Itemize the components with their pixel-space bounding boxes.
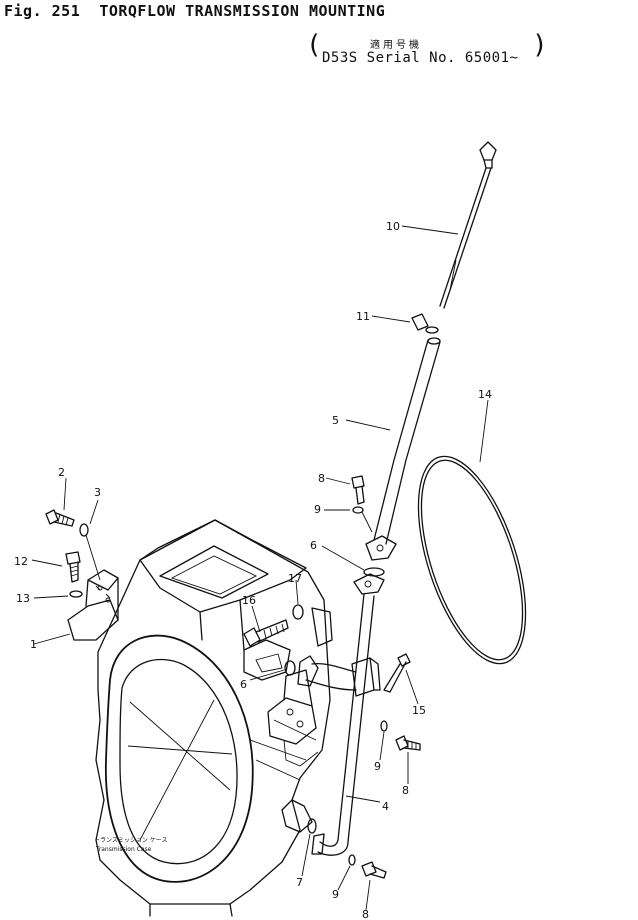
- part-callouts: 1 2 3 4 5 6 6 7 8 8 8 9 9 9 10 11 12 13 …: [14, 220, 492, 920]
- case-caption-en: Transmission Case: [95, 846, 152, 853]
- figure-number: Fig. 251: [4, 2, 81, 20]
- callout-8-middle: 8: [402, 784, 409, 797]
- filler-tube-4: [297, 573, 385, 856]
- gasket-7: [307, 818, 317, 834]
- washer-9-upper: [352, 506, 364, 514]
- callout-4: 4: [382, 800, 389, 813]
- o-ring-14: [417, 455, 527, 665]
- tube-bracket: [267, 669, 319, 767]
- washer-9-middle: [380, 720, 388, 732]
- washer-13: [69, 590, 83, 598]
- figure-title: Fig. 251 TORQFLOW TRANSMISSION MOUNTING: [4, 2, 385, 20]
- washer-3: [79, 523, 89, 537]
- callout-2: 2: [58, 466, 65, 479]
- leader-washer-9-upper: [361, 511, 373, 533]
- bolt-8-lower: [361, 861, 387, 879]
- case-caption-jp: トランスミッション ケース: [94, 837, 168, 844]
- right-paren: ): [532, 30, 548, 60]
- callout-16: 16: [242, 594, 256, 607]
- bolt-16: [243, 619, 289, 647]
- bolt-15: [383, 653, 411, 693]
- left-paren: (: [306, 30, 322, 60]
- callout-6-upper: 6: [310, 539, 317, 552]
- figure-heading: TORQFLOW TRANSMISSION MOUNTING: [99, 2, 386, 20]
- filler-tube-5: [365, 337, 441, 561]
- callout-13: 13: [16, 592, 30, 605]
- callout-9-lower: 9: [332, 888, 339, 901]
- mounting-bracket-left: [67, 569, 119, 641]
- callout-14: 14: [478, 388, 492, 401]
- bolt-12: [65, 551, 81, 583]
- bolt-8-middle: [395, 735, 421, 751]
- callout-8-upper: 8: [318, 472, 325, 485]
- callout-9-upper: 9: [314, 503, 321, 516]
- applicability-label: 適用号機: [370, 40, 422, 51]
- transmission-case: トランスミッション ケース Transmission Case: [94, 519, 333, 917]
- washer-17: [292, 604, 304, 620]
- bolt-2: [45, 509, 75, 527]
- washer-9-lower: [348, 854, 356, 866]
- callout-15: 15: [412, 704, 426, 717]
- plug-11: [411, 313, 439, 334]
- callout-3: 3: [94, 486, 101, 499]
- bolt-8-upper: [351, 475, 365, 505]
- callout-9-middle: 9: [374, 760, 381, 773]
- callout-12: 12: [14, 555, 28, 568]
- leader-washer-3: [85, 534, 101, 581]
- callout-17: 17: [288, 572, 302, 585]
- callout-8-lower: 8: [362, 908, 369, 920]
- gasket-6-upper: [363, 567, 385, 577]
- serial-range: D53S Serial No. 65001~: [322, 50, 519, 66]
- callout-6-lower: 6: [240, 678, 247, 691]
- leader-lines: [31, 225, 489, 911]
- callout-1: 1: [30, 638, 37, 651]
- callout-7: 7: [296, 876, 303, 889]
- callout-11: 11: [356, 310, 370, 323]
- callout-10: 10: [386, 220, 400, 233]
- dipstick-10: [439, 141, 497, 309]
- callout-5: 5: [332, 414, 339, 427]
